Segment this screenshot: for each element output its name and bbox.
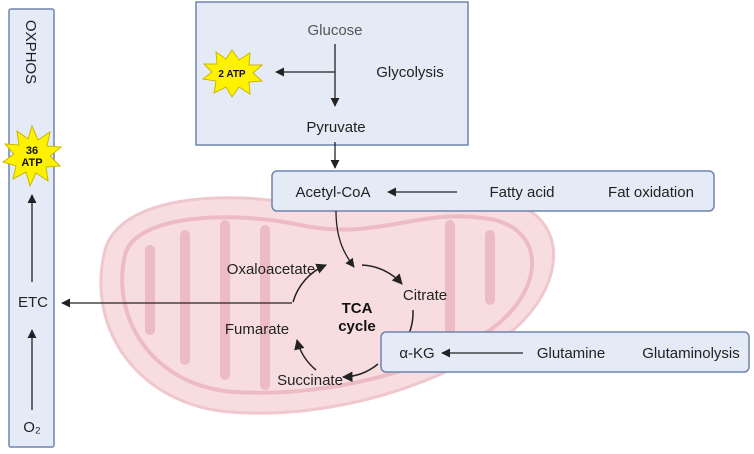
- tca-cycle: [292, 263, 414, 383]
- tca-arrow-to-citrate: [361, 264, 403, 285]
- fat-oxidation-label: Fat oxidation: [608, 184, 694, 201]
- acetyl-coa-label: Acetyl-CoA: [295, 184, 370, 201]
- oxphos-label: OXPHOS: [22, 20, 39, 84]
- tca-arrow-to-fumarate: [294, 338, 317, 371]
- citrate-label: Citrate: [403, 287, 447, 304]
- etc-label: ETC: [18, 294, 48, 311]
- glutamine-label: Glutamine: [537, 345, 605, 362]
- glycolysis-label: Glycolysis: [376, 64, 444, 81]
- atp2-label: 2 ATP: [218, 69, 246, 80]
- starburst-icon: [1, 124, 63, 188]
- pyruvate-label: Pyruvate: [306, 119, 365, 136]
- tca-arrow-to-oxaloacetate: [292, 263, 327, 303]
- fatty-acid-label: Fatty acid: [489, 184, 554, 201]
- glutaminolysis-box: [380, 331, 750, 373]
- glucose-label: Glucose: [307, 22, 362, 39]
- succinate-label: Succinate: [277, 372, 343, 389]
- acetyl-into-tca-arrow: [335, 210, 355, 268]
- tca-label-line2: cycle: [338, 318, 376, 335]
- glutaminolysis-label: Glutaminolysis: [642, 345, 740, 362]
- alpha-kg-label: α-KG: [399, 345, 434, 362]
- oxaloacetate-label: Oxaloacetate: [227, 261, 315, 278]
- tca-arrow-to-succinate: [341, 363, 379, 383]
- starburst-icon: [201, 49, 264, 98]
- fat-oxidation-box: [271, 170, 715, 212]
- atp36-line2: ATP: [21, 157, 42, 169]
- tca-label-line1: TCA: [342, 300, 373, 317]
- fumarate-label: Fumarate: [225, 321, 289, 338]
- o2-label: O₂: [23, 419, 41, 436]
- atp36-line1: 36: [26, 145, 38, 157]
